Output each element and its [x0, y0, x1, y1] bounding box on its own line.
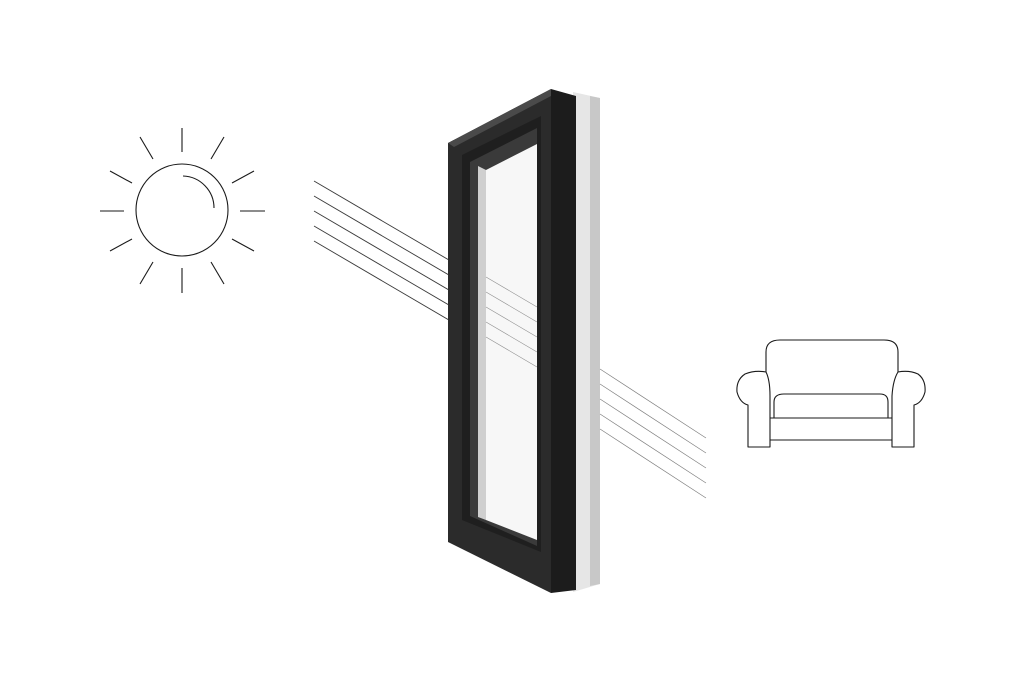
window-frame-icon	[448, 89, 600, 593]
light-rays-through-glass	[485, 276, 538, 368]
sofa-icon	[736, 339, 926, 448]
sun-icon	[100, 128, 265, 293]
light-rays-outgoing	[599, 368, 707, 499]
